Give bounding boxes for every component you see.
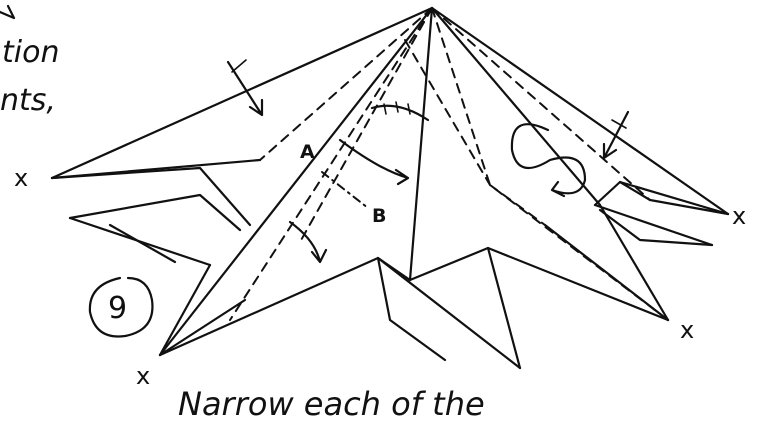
left-wing-layer	[70, 195, 240, 230]
point-b-label: B	[372, 205, 386, 227]
lower-left-inner	[160, 300, 245, 355]
valley-fold-right-wing	[432, 8, 650, 200]
front-left-edge	[160, 8, 432, 355]
arrow-center	[340, 140, 408, 184]
text-fragment-2: nts,	[0, 83, 56, 118]
arrow-right-loop	[512, 124, 585, 196]
arrow-left-wing	[228, 62, 262, 115]
left-wing-inner-crease	[52, 160, 260, 178]
center-ridge	[410, 8, 432, 280]
step-caption: Narrow each of the	[178, 385, 485, 423]
front-point-right	[410, 248, 520, 368]
right-wing-flap	[595, 182, 728, 214]
lower-left-side	[160, 265, 210, 355]
corner-mark-right: x	[732, 202, 746, 230]
arrow-left-wing-tick	[232, 60, 246, 72]
text-fragment-1: tion	[2, 35, 59, 70]
left-wing-fold	[110, 225, 175, 262]
valley-fold-left	[300, 8, 432, 242]
corner-mark-lower-left: x	[136, 362, 150, 390]
step-number: 9	[108, 291, 127, 326]
corner-mark-left: x	[14, 164, 28, 192]
valley-fold-left-wing	[260, 8, 432, 160]
lower-right-base	[488, 248, 668, 320]
angle-arc	[372, 106, 428, 120]
point-a-label: A	[300, 141, 315, 163]
front-point-left	[378, 258, 520, 368]
left-wing-top-edge	[52, 8, 432, 178]
corner-mark-lower-right: x	[680, 316, 694, 344]
arrow-right-wing	[604, 112, 628, 158]
partial-arrow-top-left	[0, 6, 14, 18]
arrow-lower-left	[290, 222, 326, 262]
